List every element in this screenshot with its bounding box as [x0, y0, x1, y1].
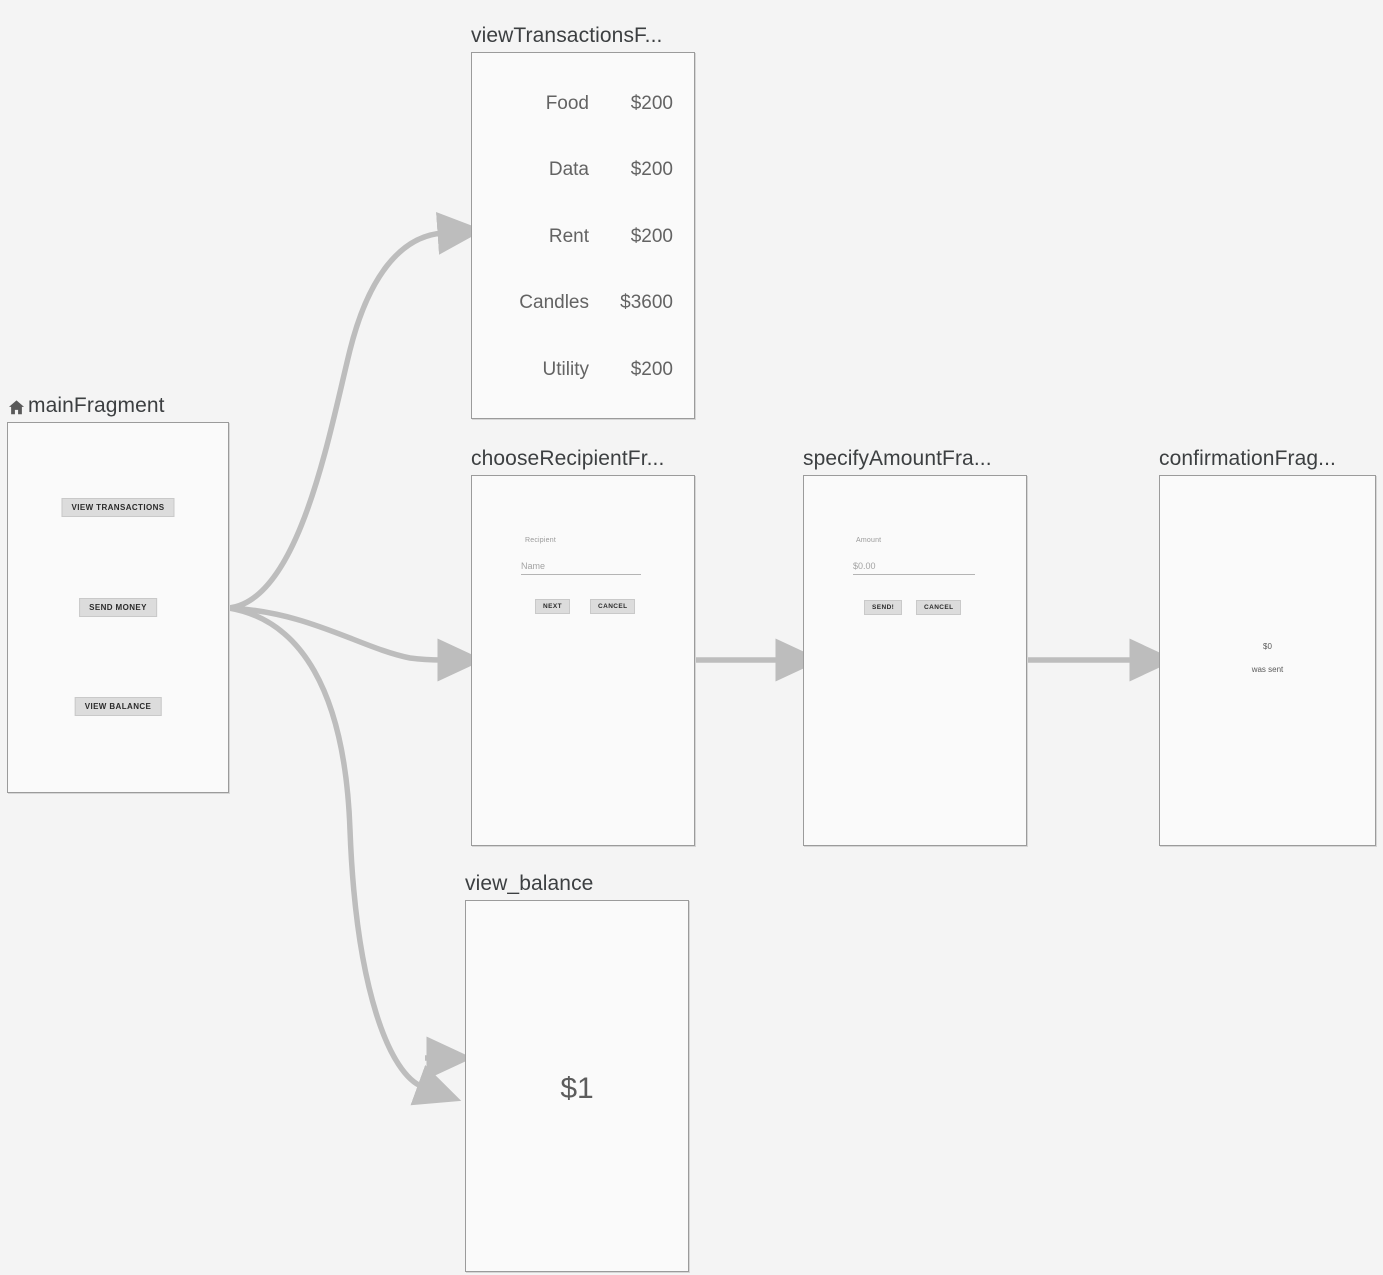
node-preview-main-fragment: VIEW TRANSACTIONS SEND MONEY VIEW BALANC… [7, 422, 229, 793]
node-view-balance[interactable]: view_balance $1 [465, 872, 689, 1272]
node-title-confirmation: confirmationFrag... [1159, 447, 1336, 470]
node-label-view-transactions: viewTransactionsF... [471, 24, 662, 48]
recipient-field-label: Recipient [525, 537, 556, 544]
node-frame-main-fragment [7, 422, 229, 793]
confirmation-amount: $0 [1263, 642, 1272, 651]
preview-button-view-balance[interactable]: VIEW BALANCE [74, 697, 162, 716]
transaction-row: Data $200 [495, 158, 673, 182]
node-preview-confirmation: $0 was sent [1159, 475, 1376, 846]
balance-amount: $1 [560, 1072, 594, 1105]
node-preview-view-transactions: Food $200 Data $200 Rent $200 Candles $3… [471, 52, 695, 419]
node-preview-specify-amount: Amount $0.00 SEND! CANCEL [803, 475, 1027, 846]
node-label-choose-recipient: chooseRecipientFr... [471, 447, 664, 471]
home-icon [7, 398, 26, 417]
node-title-view-transactions: viewTransactionsF... [471, 24, 663, 47]
node-label-main-fragment: mainFragment [7, 394, 165, 418]
transaction-row: Rent $200 [495, 225, 673, 249]
transaction-amount: $200 [630, 359, 673, 380]
wire-main-to-view-transactions [226, 211, 484, 611]
wire-main-to-view-balance [226, 605, 462, 1106]
node-main-fragment[interactable]: mainFragment VIEW TRANSACTIONS SEND MONE… [7, 394, 229, 793]
node-label-specify-amount: specifyAmountFra... [803, 447, 992, 471]
node-specify-amount-fragment[interactable]: specifyAmountFra... Amount $0.00 SEND! C… [803, 447, 1027, 846]
node-choose-recipient-fragment[interactable]: chooseRecipientFr... Recipient Name NEXT… [471, 447, 695, 846]
amount-input[interactable]: $0.00 [853, 561, 975, 575]
transaction-name: Data [548, 159, 589, 180]
transaction-row: Candles $3600 [495, 291, 673, 315]
recipient-name-input[interactable]: Name [521, 561, 641, 575]
node-frame-confirmation [1159, 475, 1376, 846]
transaction-row: Utility $200 [495, 358, 673, 382]
node-frame-view-transactions [471, 52, 695, 419]
transaction-name: Food [545, 93, 589, 114]
preview-button-view-transactions[interactable]: VIEW TRANSACTIONS [61, 498, 175, 517]
transaction-row: Food $200 [495, 92, 673, 116]
transaction-amount: $200 [630, 226, 673, 247]
recipient-next-button[interactable]: NEXT [535, 599, 570, 614]
node-title-specify-amount: specifyAmountFra... [803, 447, 992, 470]
confirmation-caption: was sent [1251, 665, 1284, 674]
transaction-amount: $200 [630, 159, 673, 180]
transaction-name: Candles [519, 292, 589, 313]
node-frame-view-balance [465, 900, 689, 1272]
node-title-main-fragment: mainFragment [28, 394, 165, 417]
recipient-cancel-button[interactable]: CANCEL [590, 599, 636, 614]
amount-send-button[interactable]: SEND! [864, 600, 903, 615]
transaction-amount: $3600 [620, 292, 673, 313]
node-frame-specify-amount [803, 475, 1027, 846]
amount-field-label: Amount [856, 537, 882, 544]
preview-button-send-money[interactable]: SEND MONEY [79, 598, 157, 617]
node-preview-choose-recipient: Recipient Name NEXT CANCEL [471, 475, 695, 846]
node-frame-choose-recipient [471, 475, 695, 846]
transaction-name: Utility [542, 359, 589, 380]
transaction-amount: $200 [630, 93, 673, 114]
amount-cancel-button[interactable]: CANCEL [916, 600, 962, 615]
node-view-transactions-fragment[interactable]: viewTransactionsF... Food $200 Data $200… [471, 24, 695, 419]
node-confirmation-fragment[interactable]: confirmationFrag... $0 was sent [1159, 447, 1376, 846]
wire-main-to-choose-recipient [226, 605, 484, 682]
transaction-name: Rent [548, 226, 589, 247]
node-label-view-balance: view_balance [465, 872, 593, 896]
node-preview-view-balance: $1 [465, 900, 689, 1272]
node-label-confirmation: confirmationFrag... [1159, 447, 1336, 471]
node-title-choose-recipient: chooseRecipientFr... [471, 447, 665, 470]
node-title-view-balance: view_balance [465, 872, 594, 895]
